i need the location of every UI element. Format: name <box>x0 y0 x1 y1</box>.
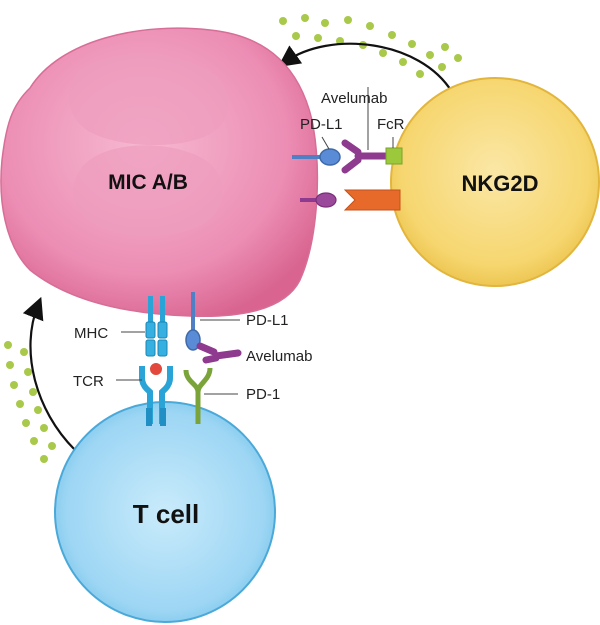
pd1-receptor <box>183 367 213 424</box>
pdl1-top-leader <box>321 136 330 150</box>
mhc-label: MHC <box>74 325 108 342</box>
nkg2d-receptor <box>343 189 401 211</box>
mica-ligand <box>300 192 337 208</box>
arrow-tcell-to-tumor <box>22 296 76 451</box>
nk-cell-label: NKG2D <box>461 171 538 196</box>
pdl1-top-label: PD-L1 <box>300 116 343 133</box>
pdl1-top <box>292 148 341 166</box>
pd1-label: PD-1 <box>246 386 280 403</box>
avelumab-bottom-label: Avelumab <box>246 348 312 365</box>
arrow-nk-to-tumor <box>277 42 453 93</box>
pdl1-bottom <box>185 292 201 351</box>
tcr-label: TCR <box>73 373 104 390</box>
pdl1-bottom-label: PD-L1 <box>246 312 289 329</box>
avelumab-top-icon <box>341 139 389 174</box>
cytokine-dots-left <box>4 341 56 463</box>
fcr-label: FcR <box>377 116 405 133</box>
tumor-cell: MIC A/B <box>0 27 319 318</box>
t-cell: T cell <box>54 401 276 623</box>
antigen-peptide <box>148 361 164 377</box>
tumor-cell-label: MIC A/B <box>108 171 188 194</box>
mhc-complex <box>145 296 168 357</box>
avelumab-bottom-icon <box>196 342 242 364</box>
t-cell-label: T cell <box>133 499 199 529</box>
fcr-receptor <box>385 147 403 165</box>
cytokine-dots-top <box>279 14 462 78</box>
avelumab-top-label: Avelumab <box>321 90 387 107</box>
tcr-receptor <box>139 366 173 426</box>
nk-cell: NKG2D <box>390 77 600 287</box>
